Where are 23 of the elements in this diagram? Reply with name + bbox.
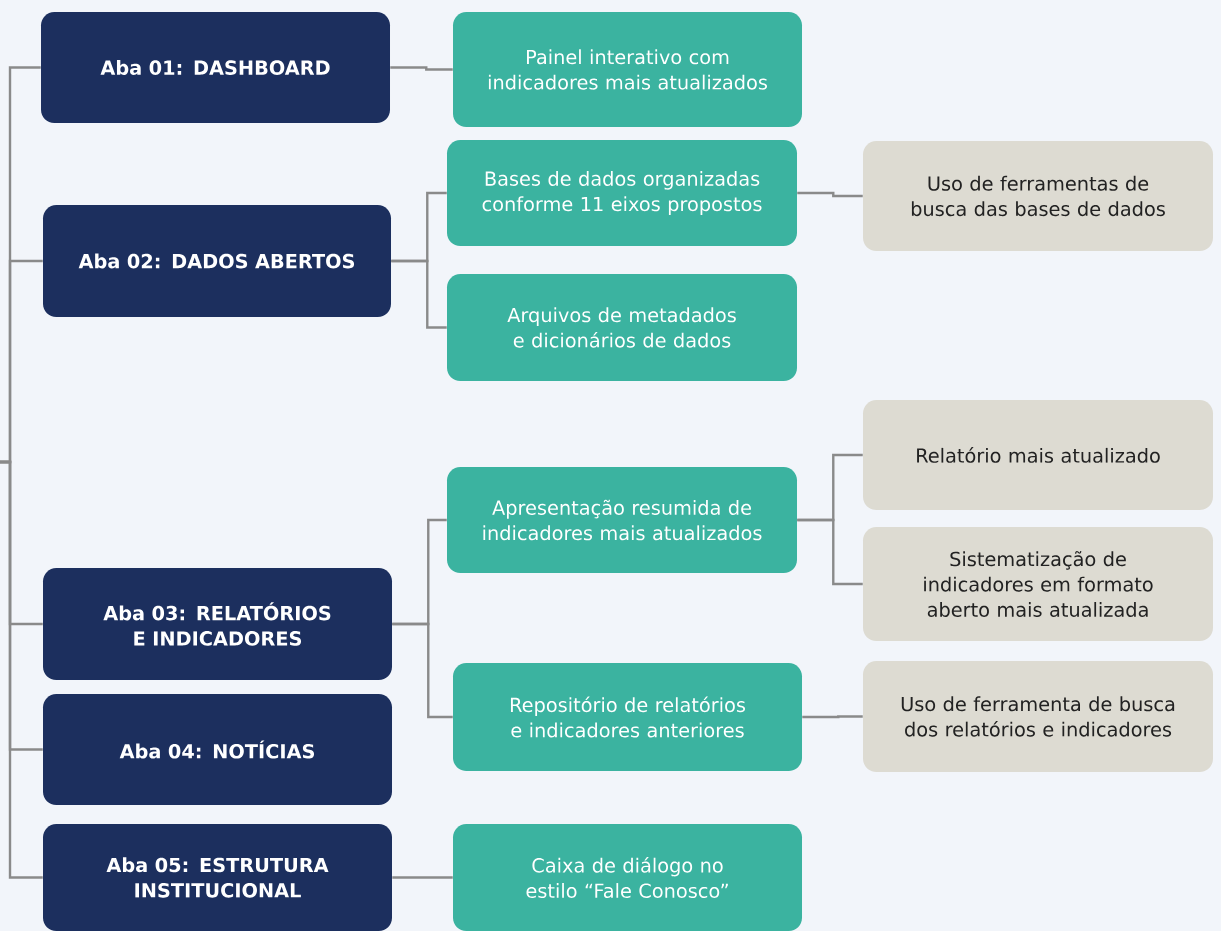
connector-line xyxy=(392,876,453,879)
detail-box: Uso de ferramentas de busca das bases de dados xyxy=(863,141,1213,251)
feature-box: Repositório de relatórios e indicadores anteriores xyxy=(453,663,802,771)
tab-box: Aba 04: NOTÍCIAS xyxy=(43,694,392,805)
connector-line xyxy=(390,66,453,71)
feature-box: Arquivos de metadados e dicionários de dados xyxy=(447,274,797,381)
detail-box: Sistematização de indicadores em formato aberto mais atualizada xyxy=(863,527,1213,641)
connector-line xyxy=(797,191,863,198)
tab-box: Aba 01: DASHBOARD xyxy=(41,12,390,123)
detail-box: Uso de ferramenta de busca dos relatórios e indicadores xyxy=(863,661,1213,772)
feature-box: Caixa de diálogo no estilo “Fale Conosco” xyxy=(453,824,802,931)
detail-box: Relatório mais atualizado xyxy=(863,400,1213,510)
tab-box: Aba 05: ESTRUTURA INSTITUCIONAL xyxy=(43,824,392,931)
feature-box: Apresentação resumida de indicadores mais atualizados xyxy=(447,467,797,573)
connector-line xyxy=(802,715,863,719)
feature-box: Painel interativo com indicadores mais atualizados xyxy=(453,12,802,127)
connector-line xyxy=(392,622,453,719)
tab-box: Aba 02: DADOS ABERTOS xyxy=(43,205,391,317)
connector-line xyxy=(0,460,43,879)
tab-box: Aba 03: RELATÓRIOS E INDICADORES xyxy=(43,568,392,680)
connector-line xyxy=(391,259,447,329)
connector-line xyxy=(797,518,863,586)
feature-box: Bases de dados organizadas conforme 11 eixos propostos xyxy=(447,140,797,246)
